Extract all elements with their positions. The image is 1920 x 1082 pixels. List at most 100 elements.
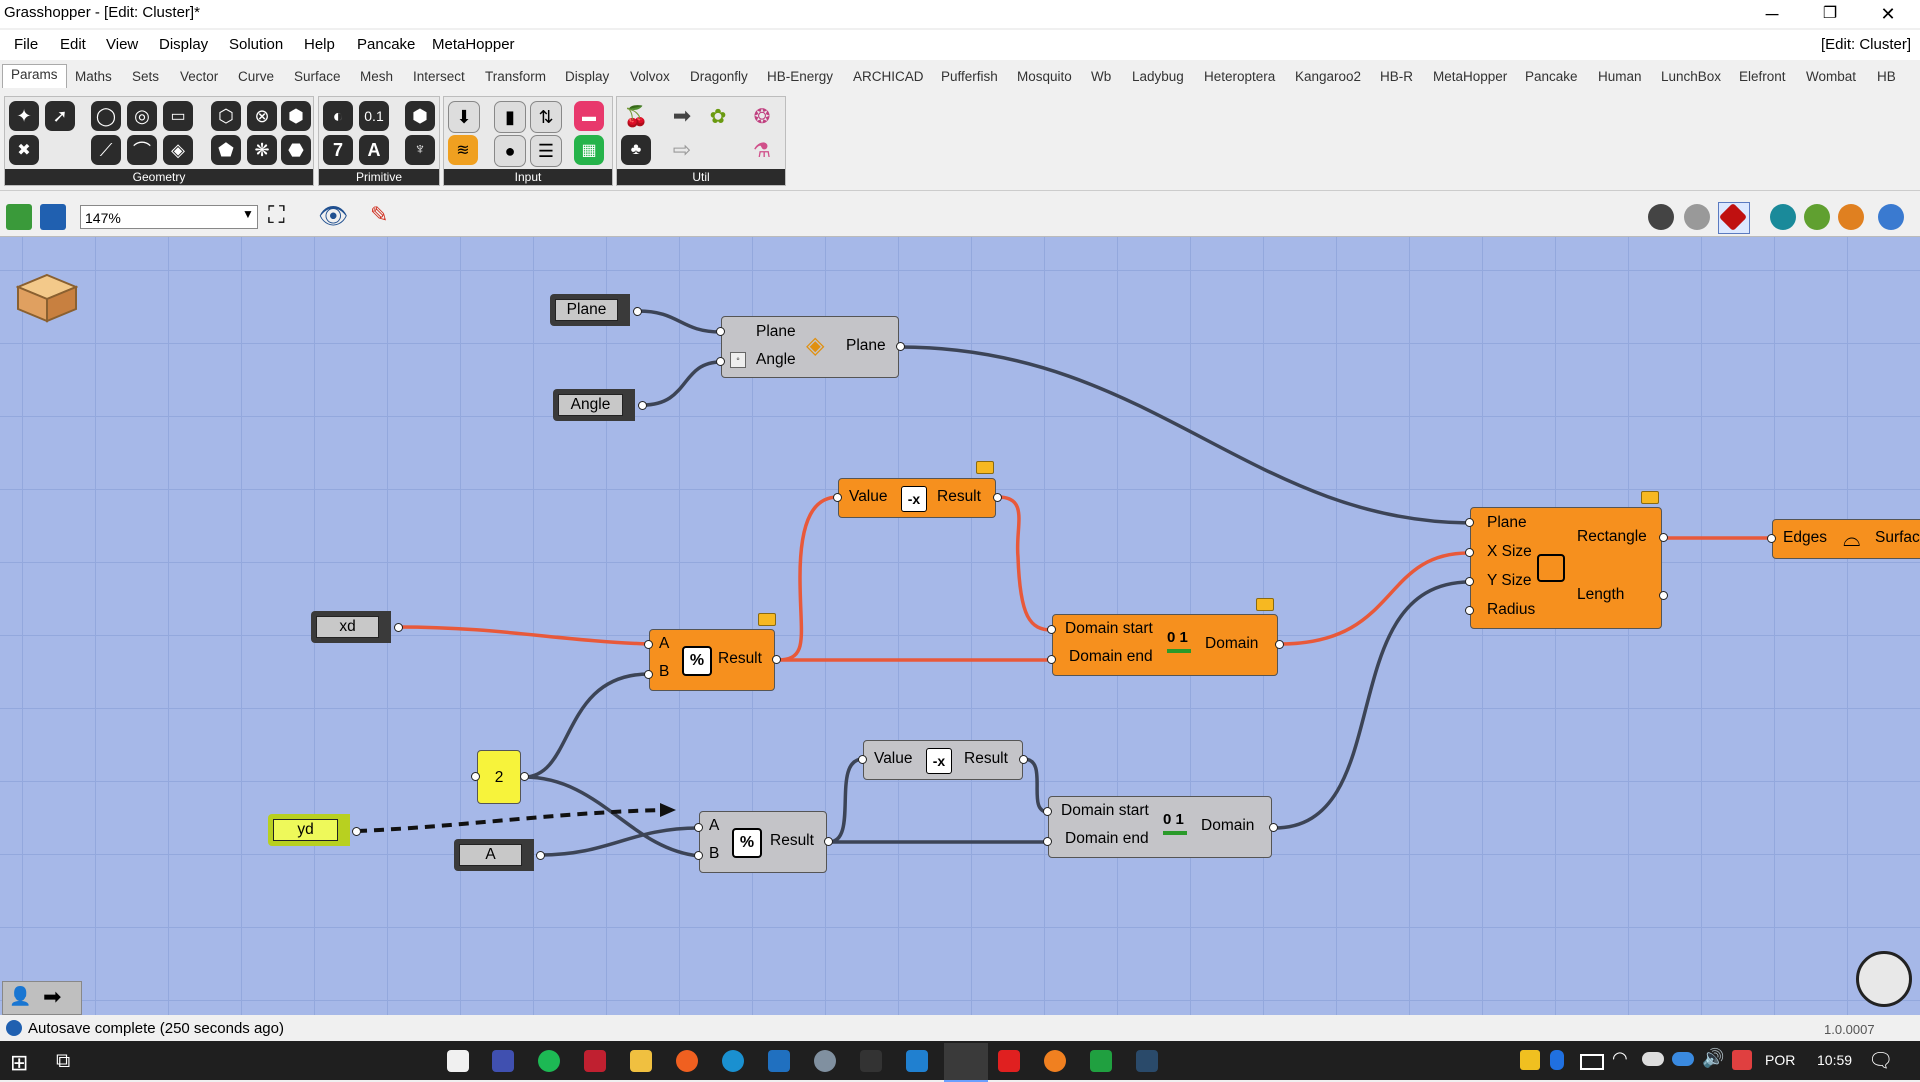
plane-param[interactable]: Plane — [550, 294, 630, 326]
edge-icon[interactable] — [722, 1050, 744, 1072]
menu-solution[interactable]: Solution — [229, 36, 284, 53]
notification-icon[interactable]: 🗨 — [1868, 1050, 1894, 1072]
autocad-icon[interactable] — [998, 1050, 1020, 1072]
tab-metahopper[interactable]: MetaHopper — [1433, 69, 1508, 84]
fitness-icon[interactable]: ❂ — [753, 105, 771, 128]
division-y-component[interactable]: A B Result % — [699, 811, 827, 873]
tab-lunchbox[interactable]: LunchBox — [1661, 69, 1722, 84]
box-icon[interactable]: ◈ — [163, 135, 193, 165]
angle-param[interactable]: Angle — [553, 389, 635, 421]
tab-pufferfish[interactable]: Pufferfish — [941, 69, 998, 84]
input-port[interactable] — [694, 823, 703, 832]
output-port[interactable] — [394, 623, 403, 632]
close-button[interactable]: ✕ — [1880, 4, 1896, 24]
number-panel[interactable]: 2 — [477, 750, 521, 804]
division-x-component[interactable]: A B Result % — [649, 629, 775, 691]
input-port[interactable] — [1043, 807, 1052, 816]
open-file-icon[interactable] — [6, 204, 32, 230]
tab-hb-r[interactable]: HB-R — [1380, 69, 1413, 84]
input-port[interactable] — [1767, 534, 1776, 543]
preview-selected-icon[interactable] — [1718, 202, 1750, 234]
mesh-icon[interactable]: ⊗ — [247, 101, 277, 131]
restore-button[interactable]: ❐ — [1822, 5, 1838, 22]
chevron-down-icon[interactable]: ▼ — [242, 207, 254, 221]
minimize-button[interactable]: ─ — [1765, 4, 1779, 24]
point-icon[interactable]: ✦ — [9, 101, 39, 131]
tab-curve[interactable]: Curve — [238, 69, 275, 84]
menu-edit[interactable]: Edit — [60, 36, 86, 53]
input-port[interactable] — [1043, 837, 1052, 846]
output-port[interactable] — [1275, 640, 1284, 649]
negative-x-component[interactable]: Value Result -x — [838, 478, 996, 518]
input-port[interactable] — [644, 640, 653, 649]
file-explorer-icon[interactable] — [630, 1050, 652, 1072]
preview-eye-icon[interactable]: 👁 — [318, 203, 349, 230]
negative-y-component[interactable]: Value Result -x — [863, 740, 1023, 780]
preview-wireframe-icon[interactable] — [1648, 204, 1674, 230]
wifi-icon[interactable]: ◠ — [1612, 1048, 1628, 1068]
sketch-pen-icon[interactable]: ✎ — [370, 202, 389, 227]
tab-pancake[interactable]: Pancake — [1525, 69, 1578, 84]
menu-view[interactable]: View — [106, 36, 139, 53]
input-port[interactable] — [471, 772, 480, 781]
tab-elefront[interactable]: Elefront — [1739, 69, 1786, 84]
output-port[interactable] — [824, 837, 833, 846]
input-language-label[interactable]: POR — [1765, 1052, 1796, 1068]
app-icon[interactable] — [1136, 1050, 1158, 1072]
grasshopper-taskbar-button[interactable] — [944, 1043, 988, 1082]
button-icon[interactable]: ● — [494, 135, 526, 167]
output-port[interactable] — [772, 655, 781, 664]
curve-icon[interactable]: ◎ — [127, 101, 157, 131]
cloud-icon[interactable] — [1642, 1052, 1664, 1066]
output-port[interactable] — [536, 851, 545, 860]
input-port[interactable] — [833, 493, 842, 502]
output-port[interactable] — [638, 401, 647, 410]
surface-icon[interactable]: ▭ — [163, 101, 193, 131]
output-port[interactable] — [993, 493, 1002, 502]
tab-intersect[interactable]: Intersect — [413, 69, 465, 84]
boundary-surface-component[interactable]: Edges Surfac ⌓ — [1772, 519, 1920, 559]
rotate-plane-component[interactable]: Plane Angle Plane ◦ ◈ — [721, 316, 899, 378]
grasshopper-canvas[interactable]: Plane Angle xd A yd 2 Plane Angle Plane … — [0, 237, 1920, 1015]
input-port[interactable] — [1465, 577, 1474, 586]
tab-archicad[interactable]: ARCHICAD — [853, 69, 924, 84]
input-port[interactable] — [644, 670, 653, 679]
tab-display[interactable]: Display — [565, 69, 610, 84]
domain-x-component[interactable]: Domain start Domain end Domain 0 1 — [1052, 614, 1278, 676]
sheets-icon[interactable] — [1090, 1050, 1112, 1072]
output-port[interactable] — [1269, 823, 1278, 832]
cherry-icon[interactable]: 🍒 — [623, 105, 649, 128]
menu-help[interactable]: Help — [304, 36, 335, 53]
save-file-icon[interactable] — [40, 204, 66, 230]
output-port[interactable] — [1659, 533, 1668, 542]
app-icon[interactable] — [584, 1050, 606, 1072]
import-icon[interactable]: ⬇ — [448, 101, 480, 133]
tab-human[interactable]: Human — [1598, 69, 1642, 84]
menu-display[interactable]: Display — [159, 36, 209, 53]
gradient-icon[interactable]: ▬ — [574, 101, 604, 131]
clock-label[interactable]: 10:59 — [1817, 1052, 1853, 1068]
menu-file[interactable]: File — [14, 36, 39, 53]
volume-icon[interactable]: 🔊 — [1702, 1048, 1725, 1068]
blender-icon[interactable] — [1044, 1050, 1066, 1072]
tab-vector[interactable]: Vector — [180, 69, 219, 84]
windows-start-icon[interactable]: ⊞ — [10, 1050, 29, 1075]
zoom-level-select[interactable]: 147% — [80, 205, 258, 229]
input-port[interactable] — [716, 357, 725, 366]
firefox-icon[interactable] — [676, 1050, 698, 1072]
tab-kangaroo2[interactable]: Kangaroo2 — [1295, 69, 1362, 84]
menu-pancake[interactable]: Pancake — [357, 36, 416, 53]
input-port[interactable] — [716, 327, 725, 336]
toggle-icon[interactable]: ▮ — [494, 101, 526, 133]
app-icon[interactable] — [492, 1050, 514, 1072]
app-store-icon[interactable] — [447, 1050, 469, 1072]
cluster-io-widget[interactable]: 👤 ➡ — [2, 981, 82, 1015]
flask-icon[interactable]: ⚗ — [753, 139, 771, 162]
line-icon[interactable]: ⟋ — [91, 135, 121, 165]
input-port[interactable] — [1047, 625, 1056, 634]
number-icon[interactable]: 7 — [323, 135, 353, 165]
tab-heteroptera[interactable]: Heteroptera — [1204, 69, 1276, 84]
display-mode-icon[interactable] — [1770, 204, 1796, 230]
onedrive-icon[interactable] — [1672, 1052, 1694, 1066]
text-icon[interactable]: A — [359, 135, 389, 165]
